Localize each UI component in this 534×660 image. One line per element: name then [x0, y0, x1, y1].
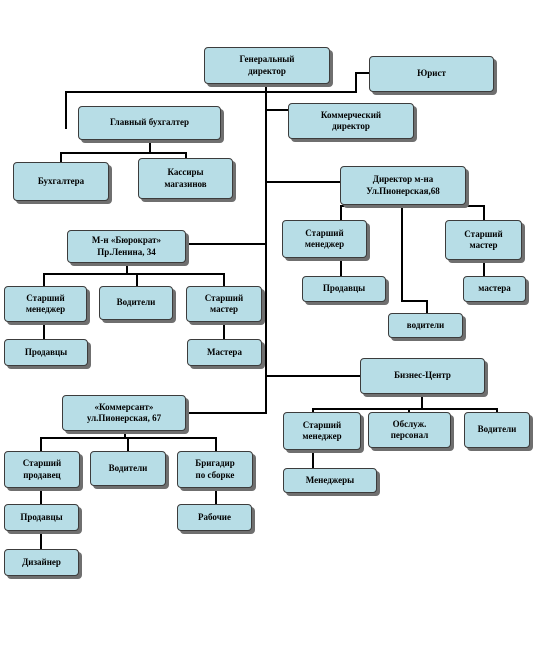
kommersant-foreman-box: Бригадир по сборке [177, 451, 253, 488]
business-center-box: Бизнес-Центр [360, 358, 485, 394]
connector-line [127, 437, 129, 451]
connector-line [401, 205, 403, 302]
accounting-box: Бухгалтера [13, 162, 109, 201]
biurokrat-senior-manager-box: Старший менеджер [4, 286, 87, 322]
connector-line [312, 450, 314, 468]
lawyer-box: Юрист [369, 56, 494, 92]
connector-line [185, 152, 187, 158]
connector-line [340, 205, 485, 207]
pionerskaya-drivers-box: водители [388, 313, 463, 338]
connector-line [340, 258, 342, 276]
connector-line [40, 531, 42, 549]
biurokrat-sellers-box: Продавцы [4, 339, 88, 366]
connector-line [265, 109, 288, 111]
store-kommersant-box: «Коммерсант» ул.Пионерская, 67 [62, 395, 186, 431]
connector-line [223, 273, 225, 286]
connector-line [421, 394, 423, 410]
biurokrat-drivers-box: Водители [99, 286, 173, 320]
connector-line [40, 437, 42, 451]
connector-line [483, 260, 485, 276]
store-biurokrat-box: М-н «Бюрократ» Пр.Ленина, 34 [67, 230, 186, 263]
connector-line [408, 408, 410, 412]
connector-line [312, 408, 314, 412]
connector-line [65, 91, 67, 129]
bc-managers-box: Менеджеры [283, 468, 377, 493]
commercial-director-box: Коммерческий директор [288, 103, 414, 139]
biurokrat-senior-master-box: Старший мастер [186, 286, 262, 322]
kommersant-designer-box: Дизайнер [4, 549, 79, 576]
connector-line [43, 273, 45, 286]
chief-accountant-box: Главный бухгалтер [78, 106, 221, 140]
connector-line [149, 140, 151, 154]
connector-line [60, 152, 187, 154]
bc-senior-manager-box: Старший менеджер [283, 412, 361, 450]
connector-line [43, 322, 45, 339]
connector-line [136, 273, 138, 286]
connector-line [65, 91, 356, 93]
connector-line [355, 72, 369, 74]
connector-line [126, 263, 128, 275]
connector-line [401, 300, 428, 302]
pionerskaya-senior-master-box: Старший мастер [445, 220, 522, 260]
bc-drivers-box: Водители [464, 412, 530, 448]
cashiers-box: Кассиры магазинов [138, 158, 233, 199]
kommersant-workers-box: Рабочие [177, 504, 252, 531]
store-director-pionerskaya-box: Директор м-на Ул.Пионерская,68 [340, 166, 466, 205]
connector-line [40, 488, 42, 504]
bc-service-staff-box: Обслуж. персонал [368, 412, 451, 448]
connector-line [186, 412, 267, 414]
connector-line [186, 243, 267, 245]
connector-line [265, 84, 267, 414]
connector-line [340, 205, 342, 220]
biurokrat-masters-box: Мастера [187, 339, 262, 366]
connector-line [265, 375, 360, 377]
connector-line [43, 273, 225, 275]
kommersant-drivers-box: Водители [90, 451, 166, 486]
general-director-box: Генеральный директор [204, 47, 330, 84]
connector-line [496, 408, 498, 412]
connector-line [265, 181, 340, 183]
connector-line [426, 300, 428, 313]
connector-line [483, 205, 485, 220]
connector-line [223, 322, 225, 339]
connector-line [312, 408, 498, 410]
connector-line [355, 72, 357, 93]
kommersant-senior-seller-box: Старший продавец [4, 451, 80, 488]
pionerskaya-masters-box: мастера [463, 276, 526, 302]
connector-line [215, 488, 217, 504]
kommersant-sellers-box: Продавцы [4, 504, 79, 531]
connector-line [215, 437, 217, 451]
pionerskaya-senior-manager-box: Старший менеджер [282, 220, 367, 258]
pionerskaya-sellers-box: Продавцы [302, 276, 386, 302]
connector-line [124, 431, 126, 439]
connector-line [60, 152, 62, 162]
